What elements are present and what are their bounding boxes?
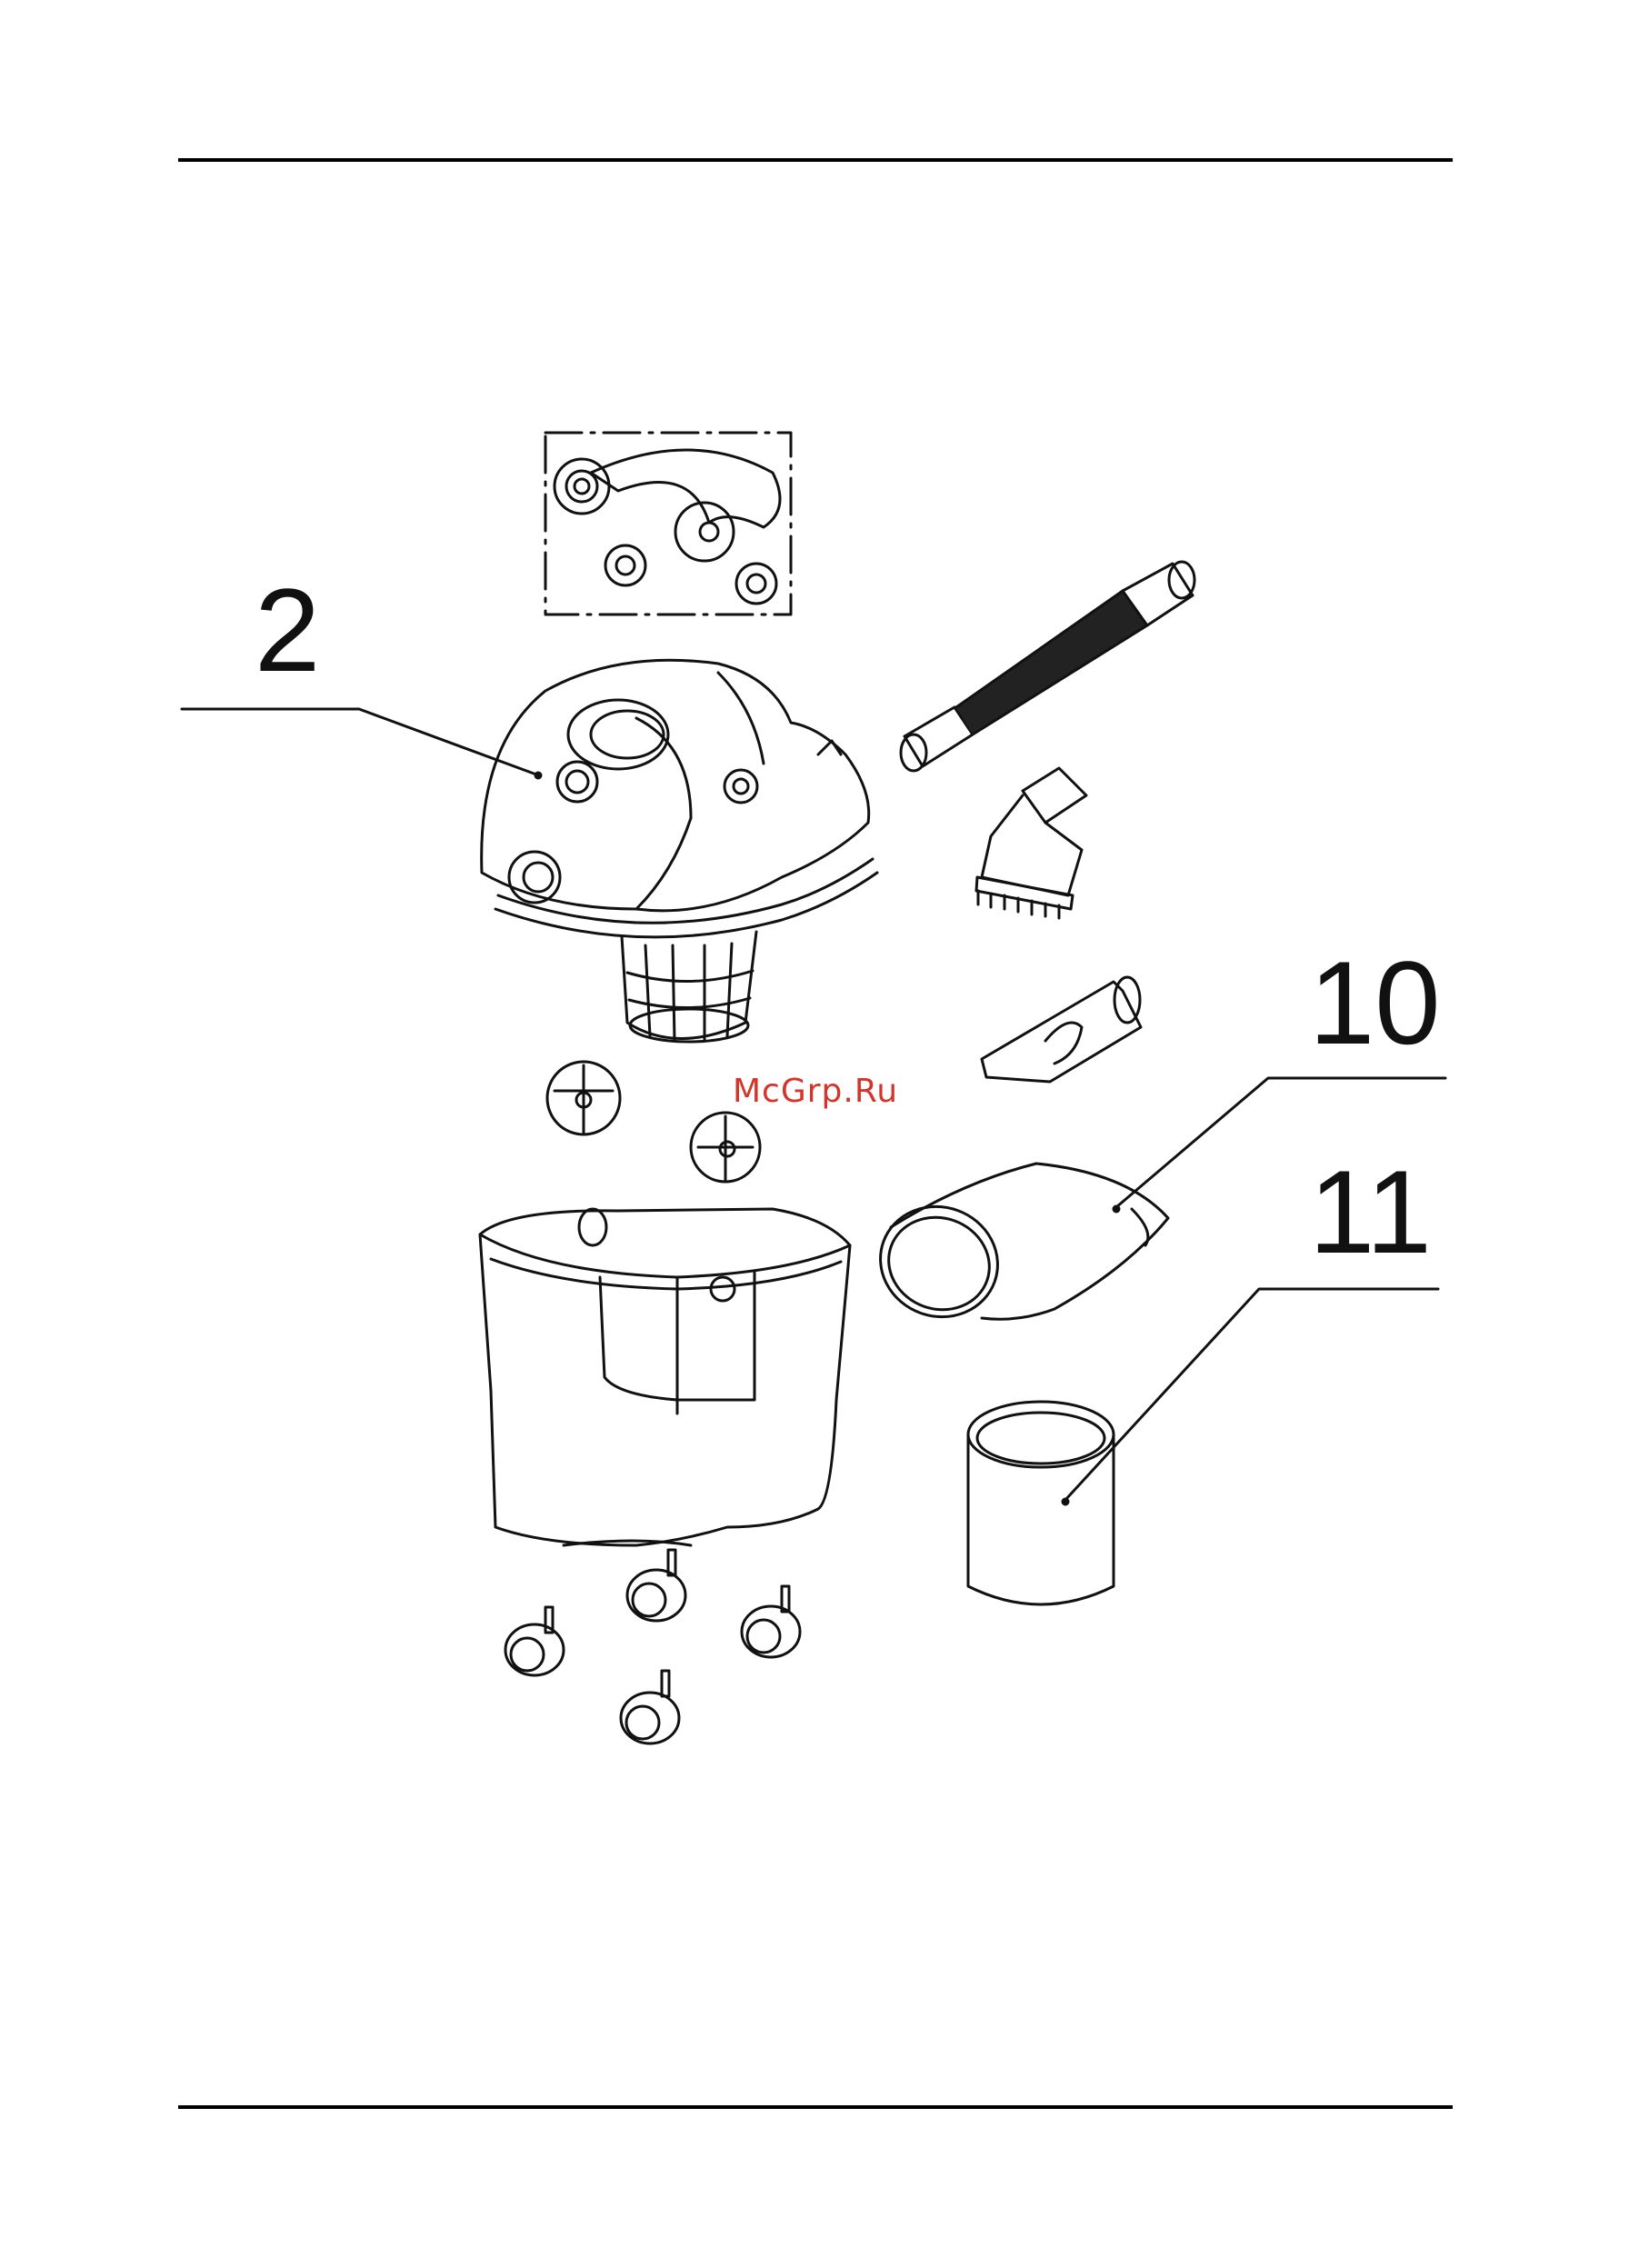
leader-line-2 (182, 709, 536, 774)
part-11-cylinder (968, 1402, 1114, 1604)
collection-tank (480, 1209, 850, 1545)
leader-dot-10 (1114, 1206, 1119, 1212)
callout-2: 2 (255, 564, 320, 696)
watermark-text: McGrp.Ru (733, 1073, 898, 1110)
callout-11: 11 (1309, 1145, 1432, 1278)
motor-head (482, 660, 877, 937)
cartridge-filter (622, 932, 756, 1042)
crevice-nozzle (982, 977, 1141, 1082)
caster-wheels (505, 1550, 800, 1743)
handle-detail-inset (545, 433, 791, 614)
leader-dot-11 (1063, 1499, 1068, 1504)
part-10-oval-sleeve (864, 1164, 1168, 1334)
callout-10: 10 (1309, 936, 1441, 1069)
leader-dot-2 (535, 773, 541, 778)
dusting-brush (976, 768, 1086, 918)
leader-line-11 (1065, 1289, 1438, 1500)
flexible-hose (901, 562, 1194, 771)
latch-clips (547, 1062, 760, 1182)
